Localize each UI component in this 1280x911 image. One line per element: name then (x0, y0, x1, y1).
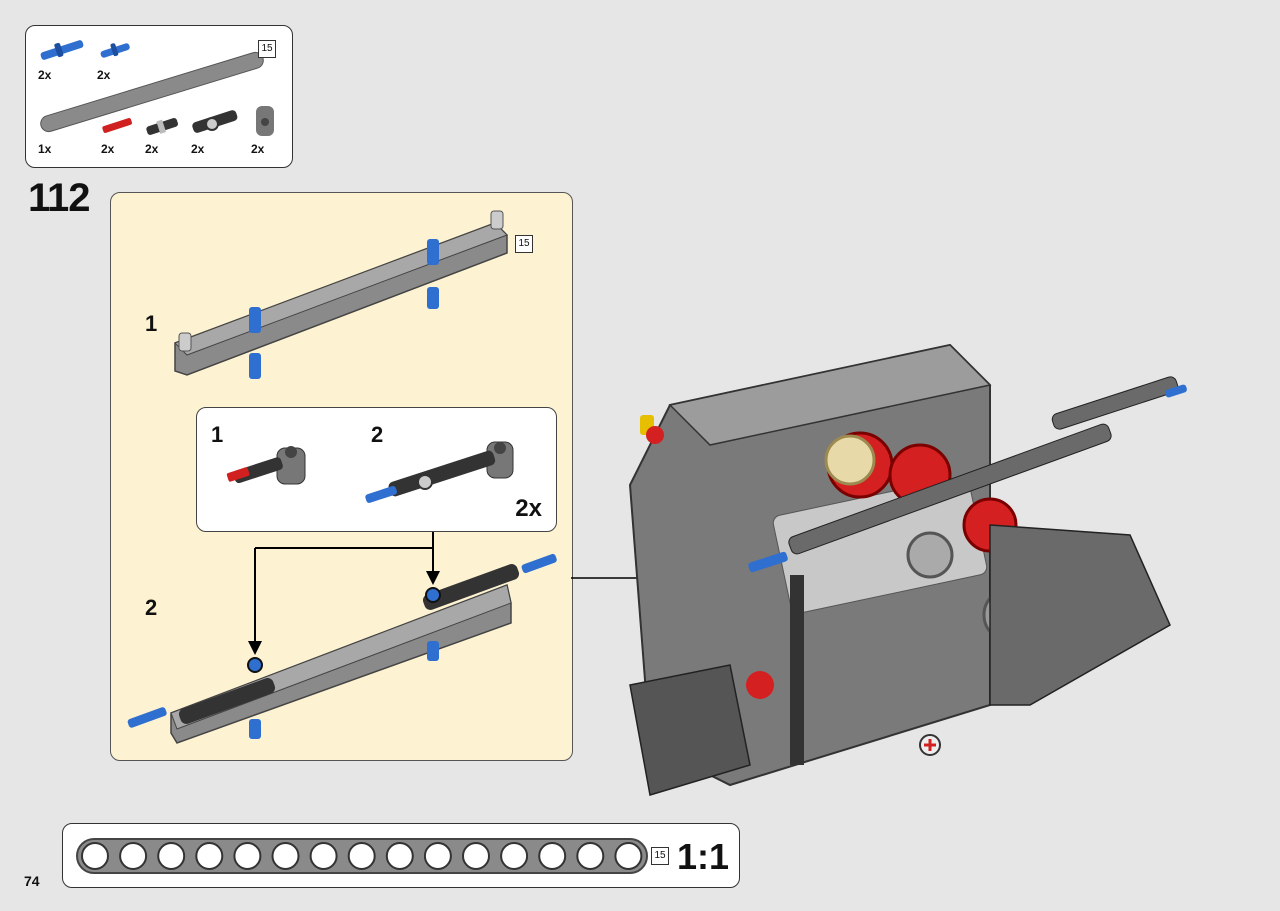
sub-step-2-number: 2 (145, 595, 158, 620)
scale-hole (614, 842, 643, 870)
callout-step-1-parts-icon (226, 446, 306, 485)
beam-sub-step-1-icon (174, 210, 508, 379)
grey-elbow-connector-icon (256, 106, 274, 136)
callout-multiplier: 2x (515, 495, 542, 522)
scale-length-badge: 15 (651, 847, 669, 865)
callout-illustration (226, 441, 514, 503)
red-axle-icon (102, 118, 132, 133)
parts-list-box: 2x 2x 1x 2x 2x 2x 2x 15 (25, 25, 293, 168)
scale-hole (462, 842, 490, 870)
scale-hole (195, 842, 224, 870)
gearbox-model-icon (628, 343, 1187, 796)
sub-assembly-callout: 1 2 2x (196, 407, 557, 532)
blue-axle-pin-long-icon (40, 40, 84, 60)
scale-hole (385, 842, 414, 870)
parts-illustration (40, 40, 274, 136)
qty-beam-15: 1x (38, 142, 52, 156)
black-connector-icon (146, 118, 178, 135)
step-illustration (127, 210, 557, 744)
scale-ratio: 1:1 (676, 836, 729, 877)
step-number: 112 (28, 176, 91, 220)
scale-hole (500, 842, 529, 870)
scale-hole (119, 842, 148, 870)
scale-hole (309, 842, 338, 870)
qty-black-connector: 2x (145, 142, 159, 156)
black-angle-connector-icon (192, 110, 238, 133)
model-illustration (628, 343, 1187, 796)
qty-red-axle: 2x (101, 142, 115, 156)
page-number: 74 (24, 873, 40, 889)
beam-length-badge: 15 (515, 235, 533, 253)
callout-step-2-number: 2 (371, 422, 384, 447)
scale-hole (157, 842, 186, 870)
scale-hole (233, 842, 262, 870)
scale-hole (347, 842, 376, 870)
scale-hole (81, 842, 109, 870)
qty-blue-axle-pin: 2x (97, 68, 111, 82)
assembly-arrows (248, 530, 440, 655)
beam-sub-step-2-icon (127, 553, 557, 744)
sub-step-1-number: 1 (145, 311, 158, 336)
scale-hole (423, 842, 452, 870)
scale-hole (271, 842, 300, 870)
blue-axle-pin-icon (100, 43, 130, 58)
qty-black-angle-connector: 2x (191, 142, 205, 156)
qty-blue-axle-pin-long: 2x (38, 68, 52, 82)
step-panel: 1 2 15 (110, 192, 573, 761)
scale-reference-box: 15 1:1 (62, 823, 740, 888)
beam-length-badge: 15 (258, 40, 276, 58)
beam-15-icon (40, 51, 264, 133)
scale-hole (576, 842, 605, 870)
scale-beam-icon (76, 838, 648, 874)
callout-step-2-parts-icon (365, 441, 514, 503)
callout-step-1-number: 1 (211, 422, 224, 447)
qty-grey-elbow-connector: 2x (251, 142, 265, 156)
scale-hole (538, 842, 567, 870)
